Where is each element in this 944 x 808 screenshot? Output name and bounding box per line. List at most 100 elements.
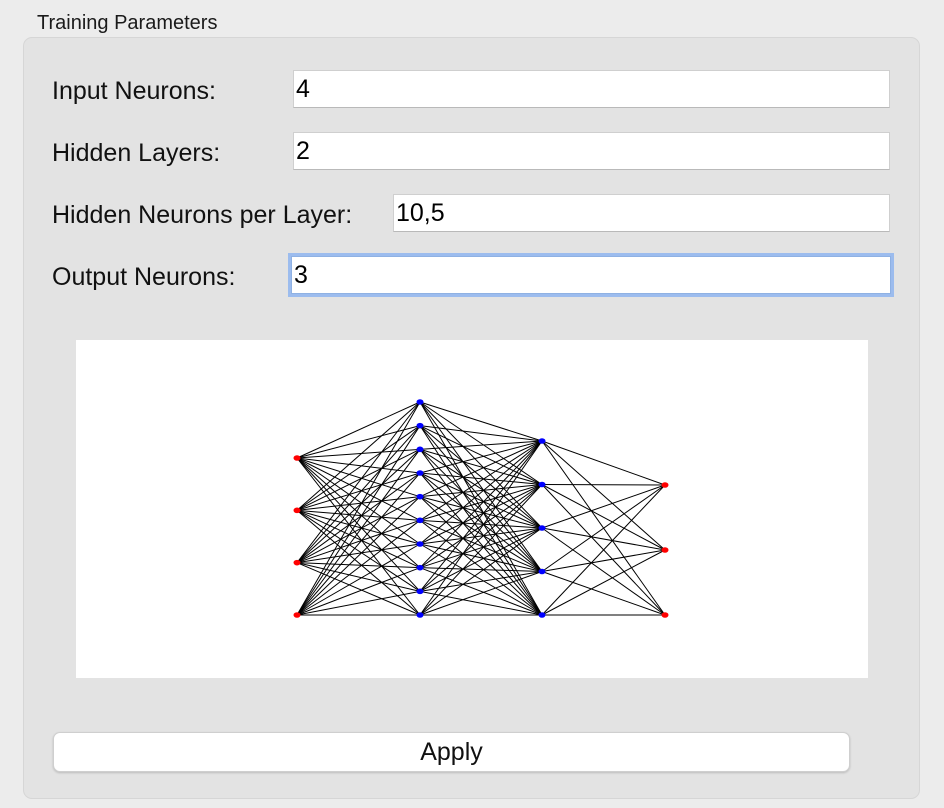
neuron-layer-0-3 [293, 612, 301, 618]
connection-l1-n4-to-n0 [419, 440, 543, 498]
connection-l0-n2-to-n1 [296, 425, 421, 564]
neuron-layer-0-2 [293, 559, 301, 566]
connection-l0-n1-to-n3 [296, 472, 421, 511]
connection-l0-n2-to-n4 [296, 496, 421, 564]
connection-l1-n3-to-n0 [419, 440, 543, 474]
connection-l1-n7-to-n0 [419, 440, 543, 569]
input-neurons-label: Input Neurons: [52, 77, 216, 105]
connection-l1-n2-to-n2 [419, 448, 543, 529]
apply-button[interactable]: Apply [53, 732, 850, 772]
neuron-layer-1-7 [416, 564, 424, 571]
neuron-layer-0-0 [293, 455, 301, 461]
connection-l1-n7-to-n3 [419, 567, 543, 572]
connection-l0-n1-to-n7 [296, 509, 421, 569]
connection-l1-n2-to-n3 [419, 448, 543, 572]
connection-l0-n0-to-n4 [296, 457, 421, 498]
connection-l0-n1-to-n0 [296, 401, 421, 511]
connection-l0-n0-to-n9 [296, 457, 421, 616]
neuron-layer-3-2 [661, 612, 669, 618]
connection-l1-n1-to-n0 [419, 425, 543, 442]
connection-l1-n6-to-n0 [419, 440, 543, 545]
connection-l0-n2-to-n9 [296, 562, 421, 616]
connection-l2-n2-to-n0 [541, 484, 666, 529]
connection-l1-n8-to-n4 [419, 590, 543, 616]
connection-l0-n3-to-n2 [296, 449, 421, 616]
output-neurons-field[interactable] [291, 256, 891, 294]
neuron-layer-1-1 [416, 422, 424, 429]
hidden-neurons-per-layer-field[interactable] [393, 194, 890, 232]
connection-l1-n9-to-n0 [419, 440, 543, 616]
connection-l1-n6-to-n4 [419, 543, 543, 616]
neuron-layer-1-8 [416, 588, 424, 595]
connection-l1-n8-to-n1 [419, 484, 543, 592]
connection-l2-n4-to-n1 [541, 549, 666, 616]
connection-l0-n1-to-n1 [296, 425, 421, 511]
neuron-layer-1-5 [416, 517, 424, 524]
connection-l0-n2-to-n5 [296, 519, 421, 564]
connection-l1-n2-to-n0 [419, 440, 543, 450]
connection-l0-n0-to-n6 [296, 457, 421, 545]
connection-l2-n2-to-n1 [541, 527, 666, 551]
connection-l0-n3-to-n0 [296, 401, 421, 616]
connection-l1-n5-to-n3 [419, 519, 543, 572]
connection-l1-n9-to-n2 [419, 527, 543, 616]
connection-l2-n1-to-n1 [541, 484, 666, 551]
neuron-layer-1-6 [416, 541, 424, 547]
connection-l2-n3-to-n2 [541, 571, 666, 616]
connection-l1-n9-to-n1 [419, 484, 543, 616]
neuron-layer-1-3 [416, 470, 424, 476]
neuron-layer-3-1 [661, 547, 669, 553]
connection-l0-n1-to-n5 [296, 509, 421, 521]
connection-l1-n4-to-n3 [419, 496, 543, 572]
connection-l1-n3-to-n4 [419, 472, 543, 616]
connection-l1-n7-to-n4 [419, 567, 543, 616]
connection-l1-n1-to-n2 [419, 425, 543, 529]
connection-l1-n8-to-n0 [419, 440, 543, 592]
connection-l2-n3-to-n1 [541, 549, 666, 572]
neuron-layer-2-1 [538, 481, 546, 488]
connection-l1-n5-to-n2 [419, 519, 543, 529]
connection-l1-n3-to-n2 [419, 472, 543, 529]
connection-l0-n0-to-n2 [296, 448, 421, 459]
network-diagram-svg [293, 399, 669, 618]
connection-l1-n0-to-n1 [419, 401, 543, 485]
connection-l0-n3-to-n6 [296, 543, 421, 616]
connection-l2-n1-to-n0 [541, 484, 666, 486]
connection-l2-n2-to-n2 [541, 527, 666, 616]
connection-l0-n3-to-n7 [296, 567, 421, 616]
connection-l0-n2-to-n2 [296, 448, 421, 564]
connection-l0-n0-to-n7 [296, 457, 421, 569]
connection-l1-n8-to-n3 [419, 571, 543, 592]
neuron-layer-1-0 [416, 399, 424, 405]
neuron-layer-1-4 [416, 493, 424, 500]
connection-l1-n7-to-n1 [419, 484, 543, 569]
connection-l1-n3-to-n3 [419, 472, 543, 572]
connection-l0-n0-to-n0 [296, 401, 421, 459]
neuron-layer-2-0 [538, 438, 546, 444]
connection-l1-n5-to-n0 [419, 440, 543, 521]
connection-l0-n2-to-n8 [296, 562, 421, 592]
connection-l1-n0-to-n0 [419, 401, 543, 442]
neuron-layer-1-9 [416, 612, 424, 618]
connection-l1-n6-to-n3 [419, 543, 543, 572]
connection-l1-n1-to-n4 [419, 425, 543, 616]
connection-l0-n0-to-n8 [296, 457, 421, 592]
connection-l1-n4-to-n2 [419, 496, 543, 529]
connection-l1-n5-to-n4 [419, 519, 543, 616]
connection-l0-n1-to-n2 [296, 448, 421, 511]
connection-l1-n3-to-n1 [419, 472, 543, 485]
connection-l1-n6-to-n1 [419, 484, 543, 545]
connection-l2-n0-to-n1 [541, 440, 666, 551]
neuron-layer-3-0 [661, 482, 669, 488]
connection-l1-n2-to-n4 [419, 449, 543, 616]
connection-l1-n9-to-n3 [419, 571, 543, 616]
input-neurons-field[interactable] [293, 70, 890, 108]
connection-l0-n3-to-n5 [296, 519, 421, 616]
connection-l0-n1-to-n4 [296, 496, 421, 511]
hidden-layers-field[interactable] [293, 132, 890, 170]
connection-l1-n6-to-n2 [419, 527, 543, 545]
connection-l0-n2-to-n3 [296, 472, 421, 564]
connection-l2-n4-to-n0 [541, 484, 666, 616]
neuron-layer-2-2 [538, 525, 546, 531]
group-title: Training Parameters [37, 12, 218, 34]
